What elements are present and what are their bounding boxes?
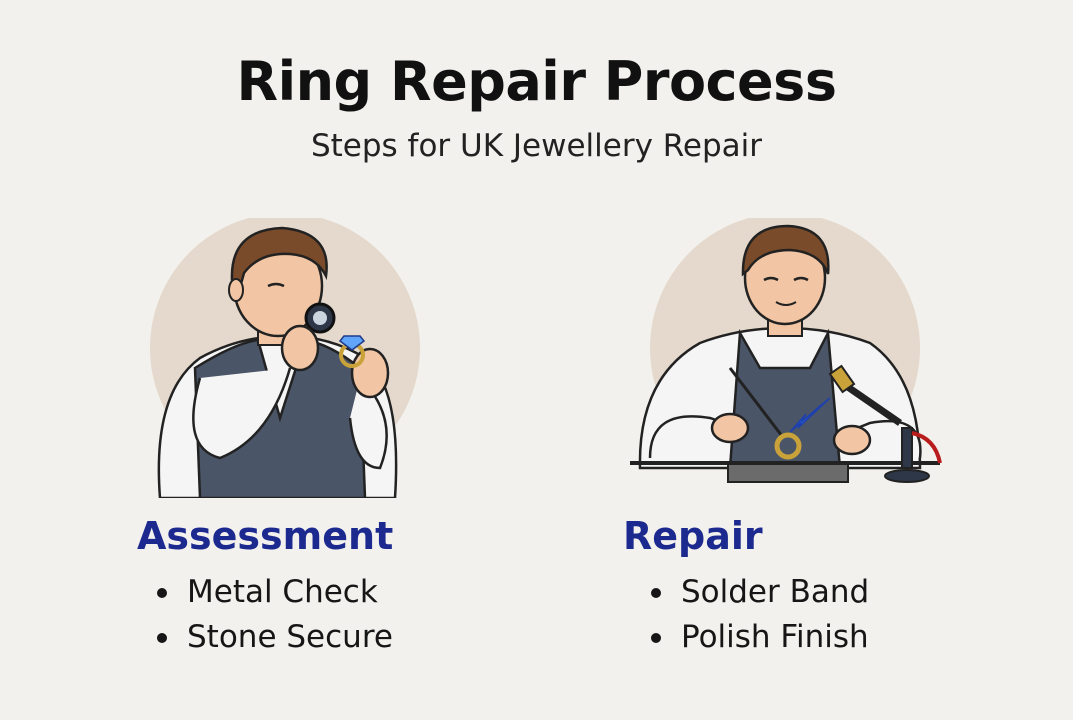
hair [741,224,830,277]
hair [230,226,328,303]
torch-icon [840,380,902,426]
step-heading: Repair [623,514,763,558]
tweezers-icon [728,367,784,437]
list-item: Metal Check [157,570,393,615]
bullet-icon [651,633,661,643]
step-bullet-list: Solder Band Polish Finish [651,570,869,660]
page-subtitle: Steps for UK Jewellery Repair [310,128,763,164]
list-item: Solder Band [651,570,869,615]
page-title: Ring Repair Process [236,50,837,113]
list-item: Stone Secure [157,615,393,660]
list-item: Polish Finish [651,615,869,660]
jeweller-inspecting-illustration [150,218,420,498]
bullet-icon [651,588,661,598]
step-heading: Assessment [137,514,394,558]
jeweller-soldering-illustration [630,218,942,483]
flame-icon [789,397,831,433]
bullet-icon [157,588,167,598]
gem-icon [338,335,366,351]
step-bullet-list: Metal Check Stone Secure [157,570,393,660]
bullet-icon [157,633,167,643]
ring-icon [774,432,802,460]
